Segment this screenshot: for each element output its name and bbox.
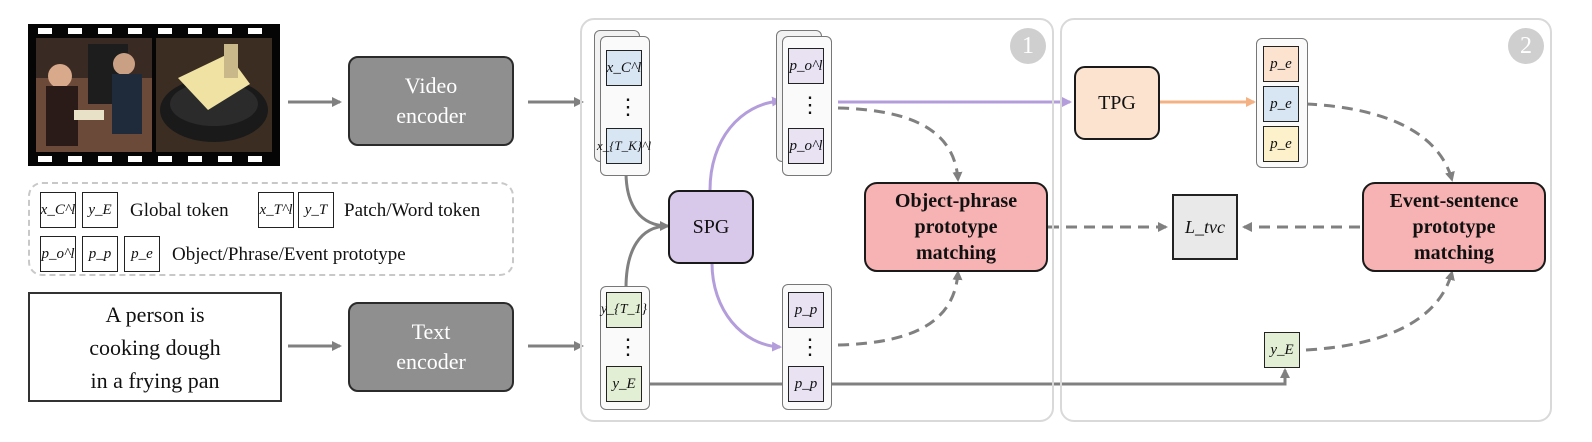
legend-p-phrase-token: p_p (82, 236, 118, 272)
event-matching-line3: matching (1414, 242, 1494, 264)
phrase-proto-token-top-label: p_p (794, 301, 818, 318)
object-proto-token-top-label: p_o^l (789, 57, 823, 74)
event-proto-token-2: p_e (1263, 86, 1299, 122)
video-global-token: x_C^l (606, 50, 642, 86)
dashed-event-protos-to-matching (1305, 102, 1455, 182)
caption-line3: in a frying pan (90, 367, 220, 393)
sentence-global-token-label: y_E (1270, 341, 1294, 358)
dashed-phrase-protos-to-matching (837, 270, 963, 347)
text-encoder-line2: encoder (396, 349, 466, 374)
legend-p-object-label: p_o^l (41, 245, 75, 262)
video-encoder-line1: Video (404, 73, 458, 98)
text-word-token: y_{T_1} (601, 292, 647, 328)
caption-line1: A person is (105, 301, 205, 327)
caption-box: A person is cooking dough in a frying pa… (28, 292, 282, 402)
legend-y-word-label: y_T (304, 201, 328, 218)
legend-p-phrase-label: p_p (88, 245, 112, 262)
object-matching-line2: prototype (914, 216, 998, 238)
arrow-spg-to-object-protos (708, 96, 782, 191)
event-proto-token-1-label: p_e (1270, 55, 1292, 72)
arrow-global-text-to-event-token (646, 368, 1290, 386)
object-matching-line3: matching (916, 242, 996, 264)
event-proto-token-1: p_e (1263, 46, 1299, 82)
stage-2-number: 2 (1520, 32, 1532, 59)
event-sentence-matching: Event-sentence prototype matching (1362, 182, 1546, 272)
video-global-token-label: x_C^l (606, 59, 642, 76)
stage-2-badge: 2 (1508, 28, 1544, 64)
event-matching-line1: Event-sentence (1389, 190, 1519, 212)
legend-x-patch-token: x_T^l (258, 192, 294, 228)
loss-tvc-label: L_tvc (1185, 216, 1225, 237)
legend-x-global-label: x_C^l (40, 201, 76, 218)
legend-p-object-token: p_o^l (40, 236, 76, 272)
text-token-ellipsis: ⋮ (617, 334, 639, 359)
phrase-proto-token-top: p_p (788, 292, 824, 328)
arrow-spg-to-phrase-protos (710, 262, 782, 352)
text-encoder-line1: Text (411, 319, 451, 344)
video-patch-token: x_{T_K}^l (597, 128, 651, 164)
legend-p-event-token: p_e (124, 236, 160, 272)
legend-y-global-label: y_E (88, 201, 112, 218)
video-encoder: Video encoder (348, 56, 514, 146)
spg-module: SPG (668, 190, 754, 264)
video-token-ellipsis: ⋮ (617, 94, 639, 119)
caption-line2: cooking dough (89, 334, 221, 360)
video-patch-token-label: x_{T_K}^l (596, 138, 652, 153)
legend-proto-label: Object/Phrase/Event prototype (172, 244, 406, 265)
stage-2-panel (1060, 18, 1552, 422)
phrase-proto-token-bottom-label: p_p (794, 375, 818, 392)
event-proto-token-2-label: p_e (1270, 95, 1292, 112)
spg-label: SPG (692, 215, 730, 238)
stage-1-panel (580, 18, 1054, 422)
tpg-label: TPG (1098, 91, 1136, 114)
video-encoder-line2: encoder (396, 103, 466, 128)
stage-1-number: 1 (1022, 32, 1034, 59)
legend (28, 182, 514, 276)
phrase-proto-token-bottom: p_p (788, 366, 824, 402)
object-proto-ellipsis: ⋮ (799, 92, 821, 117)
legend-p-event-label: p_e (131, 245, 153, 262)
phrase-proto-ellipsis: ⋮ (799, 334, 821, 359)
dashed-object-protos-to-matching (837, 106, 963, 182)
tpg-module: TPG (1074, 66, 1160, 140)
legend-y-word-token: y_T (298, 192, 334, 228)
object-proto-token-bottom: p_o^l (788, 128, 824, 164)
text-global-token: y_E (606, 366, 642, 402)
legend-global-label: Global token (130, 200, 229, 221)
legend-x-global-token: x_C^l (40, 192, 76, 228)
object-matching-line1: Object-phrase (894, 190, 1018, 212)
text-global-token-label: y_E (612, 375, 636, 392)
event-proto-token-3: p_e (1263, 126, 1299, 162)
text-word-token-label: y_{T_1} (600, 302, 648, 317)
arrow-text-tokens-to-spg (624, 224, 669, 289)
legend-patch-label: Patch/Word token (344, 200, 481, 221)
object-proto-token-top: p_o^l (788, 48, 824, 84)
sentence-global-token: y_E (1264, 332, 1300, 368)
film-strip-image (28, 24, 280, 166)
object-proto-token-bottom-label: p_o^l (789, 137, 823, 154)
event-proto-token-3-label: p_e (1270, 135, 1292, 152)
loss-tvc: L_tvc (1172, 194, 1238, 260)
object-phrase-matching: Object-phrase prototype matching (864, 182, 1048, 272)
text-encoder: Text encoder (348, 302, 514, 392)
stage-1-badge: 1 (1010, 28, 1046, 64)
video-frames (28, 24, 280, 166)
legend-x-patch-label: x_T^l (259, 201, 293, 218)
dashed-global-text-to-event-matching (1305, 270, 1455, 352)
legend-y-global-token: y_E (82, 192, 118, 228)
event-matching-line2: prototype (1412, 216, 1496, 238)
